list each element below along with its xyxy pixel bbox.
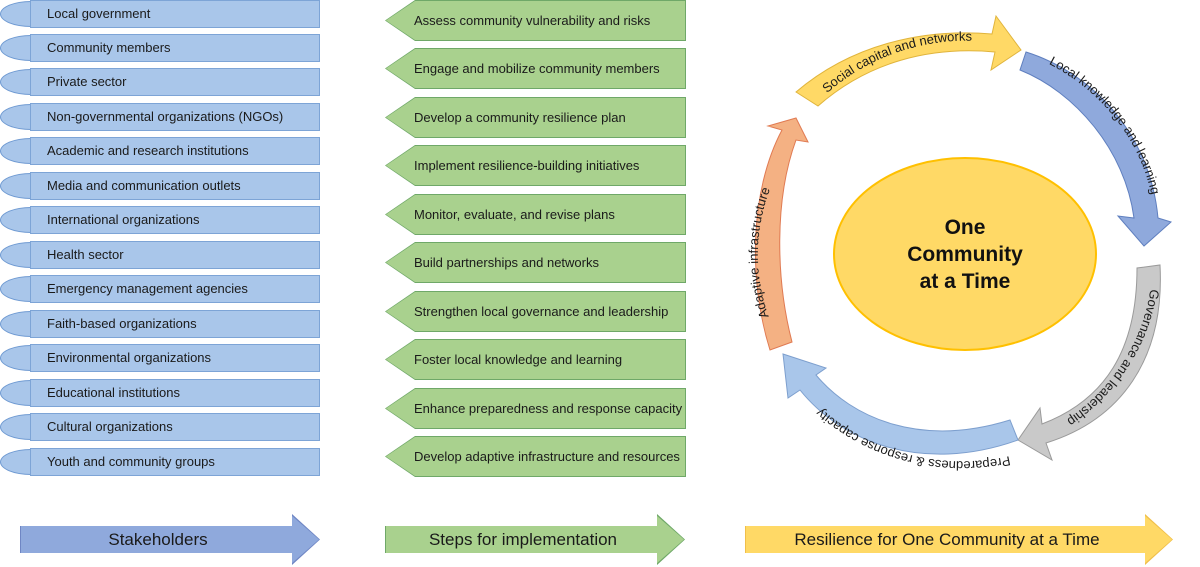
segment-label-text: Governance and leadership (1065, 288, 1163, 429)
segment-label-governance: Governance and leadership (1065, 288, 1163, 429)
segment-arrow-preparedness (782, 353, 1019, 455)
stakeholder-label: Cultural organizations (30, 413, 320, 441)
step-label: Build partnerships and networks (386, 243, 685, 282)
stakeholder-label: Educational institutions (30, 379, 320, 407)
stakeholder-label: Non-governmental organizations (NGOs) (30, 103, 320, 131)
step-label: Implement resilience-building initiative… (386, 146, 685, 185)
step-item: Implement resilience-building initiative… (385, 145, 686, 186)
stakeholder-item: International organizations (0, 206, 322, 234)
step-label: Develop adaptive infrastructure and reso… (386, 437, 685, 476)
steps-arrow-label: Steps for implementation (386, 515, 684, 564)
step-item: Engage and mobilize community members (385, 48, 686, 89)
stakeholder-item: Private sector (0, 68, 322, 96)
stakeholders-arrow: Stakeholders (20, 514, 320, 565)
step-item: Enhance preparedness and response capaci… (385, 388, 686, 429)
stakeholder-label: Faith-based organizations (30, 310, 320, 338)
stakeholder-label: Academic and research institutions (30, 137, 320, 165)
segment-arrow-local-knowledge (1019, 51, 1172, 247)
step-label: Foster local knowledge and learning (386, 340, 685, 379)
step-item: Build partnerships and networks (385, 242, 686, 283)
step-item: Monitor, evaluate, and revise plans (385, 194, 686, 235)
stakeholder-item: Non-governmental organizations (NGOs) (0, 103, 322, 131)
stakeholder-label: Emergency management agencies (30, 275, 320, 303)
step-label: Monitor, evaluate, and revise plans (386, 195, 685, 234)
step-item: Develop adaptive infrastructure and reso… (385, 436, 686, 477)
stakeholder-label: Environmental organizations (30, 344, 320, 372)
step-item: Assess community vulnerability and risks (385, 0, 686, 41)
stakeholder-item: Youth and community groups (0, 448, 322, 476)
step-label: Enhance preparedness and response capaci… (386, 389, 685, 428)
stakeholder-item: Environmental organizations (0, 344, 322, 372)
stakeholder-item: Academic and research institutions (0, 137, 322, 165)
stakeholder-label: Private sector (30, 68, 320, 96)
step-item: Foster local knowledge and learning (385, 339, 686, 380)
step-label: Engage and mobilize community members (386, 49, 685, 88)
stakeholder-label: Local government (30, 0, 320, 28)
stakeholder-item: Media and communication outlets (0, 172, 322, 200)
stakeholder-item: Local government (0, 0, 322, 28)
stakeholder-item: Faith-based organizations (0, 310, 322, 338)
resilience-cycle: Social capital and networks Local knowle… (746, 14, 1172, 473)
stakeholder-item: Health sector (0, 241, 322, 269)
step-label: Strengthen local governance and leadersh… (386, 292, 685, 331)
stakeholder-item: Educational institutions (0, 379, 322, 407)
resilience-arrow: Resilience for One Community at a Time (745, 514, 1173, 565)
stakeholder-label: International organizations (30, 206, 320, 234)
step-item: Strengthen local governance and leadersh… (385, 291, 686, 332)
stakeholder-label: Community members (30, 34, 320, 62)
stakeholder-item: Community members (0, 34, 322, 62)
segment-arrow-adaptive-infrastructure (754, 117, 809, 351)
step-label: Assess community vulnerability and risks (386, 1, 685, 40)
stakeholders-arrow-label: Stakeholders (21, 515, 319, 564)
stakeholder-label: Health sector (30, 241, 320, 269)
step-label: Develop a community resilience plan (386, 98, 685, 137)
stakeholder-item: Cultural organizations (0, 413, 322, 441)
segment-arrow-social-capital (795, 14, 1022, 107)
steps-arrow: Steps for implementation (385, 514, 685, 565)
step-item: Develop a community resilience plan (385, 97, 686, 138)
stakeholder-label: Youth and community groups (30, 448, 320, 476)
resilience-arrow-label: Resilience for One Community at a Time (746, 515, 1172, 564)
stakeholder-label: Media and communication outlets (30, 172, 320, 200)
center-circle (833, 157, 1097, 351)
stakeholder-item: Emergency management agencies (0, 275, 322, 303)
